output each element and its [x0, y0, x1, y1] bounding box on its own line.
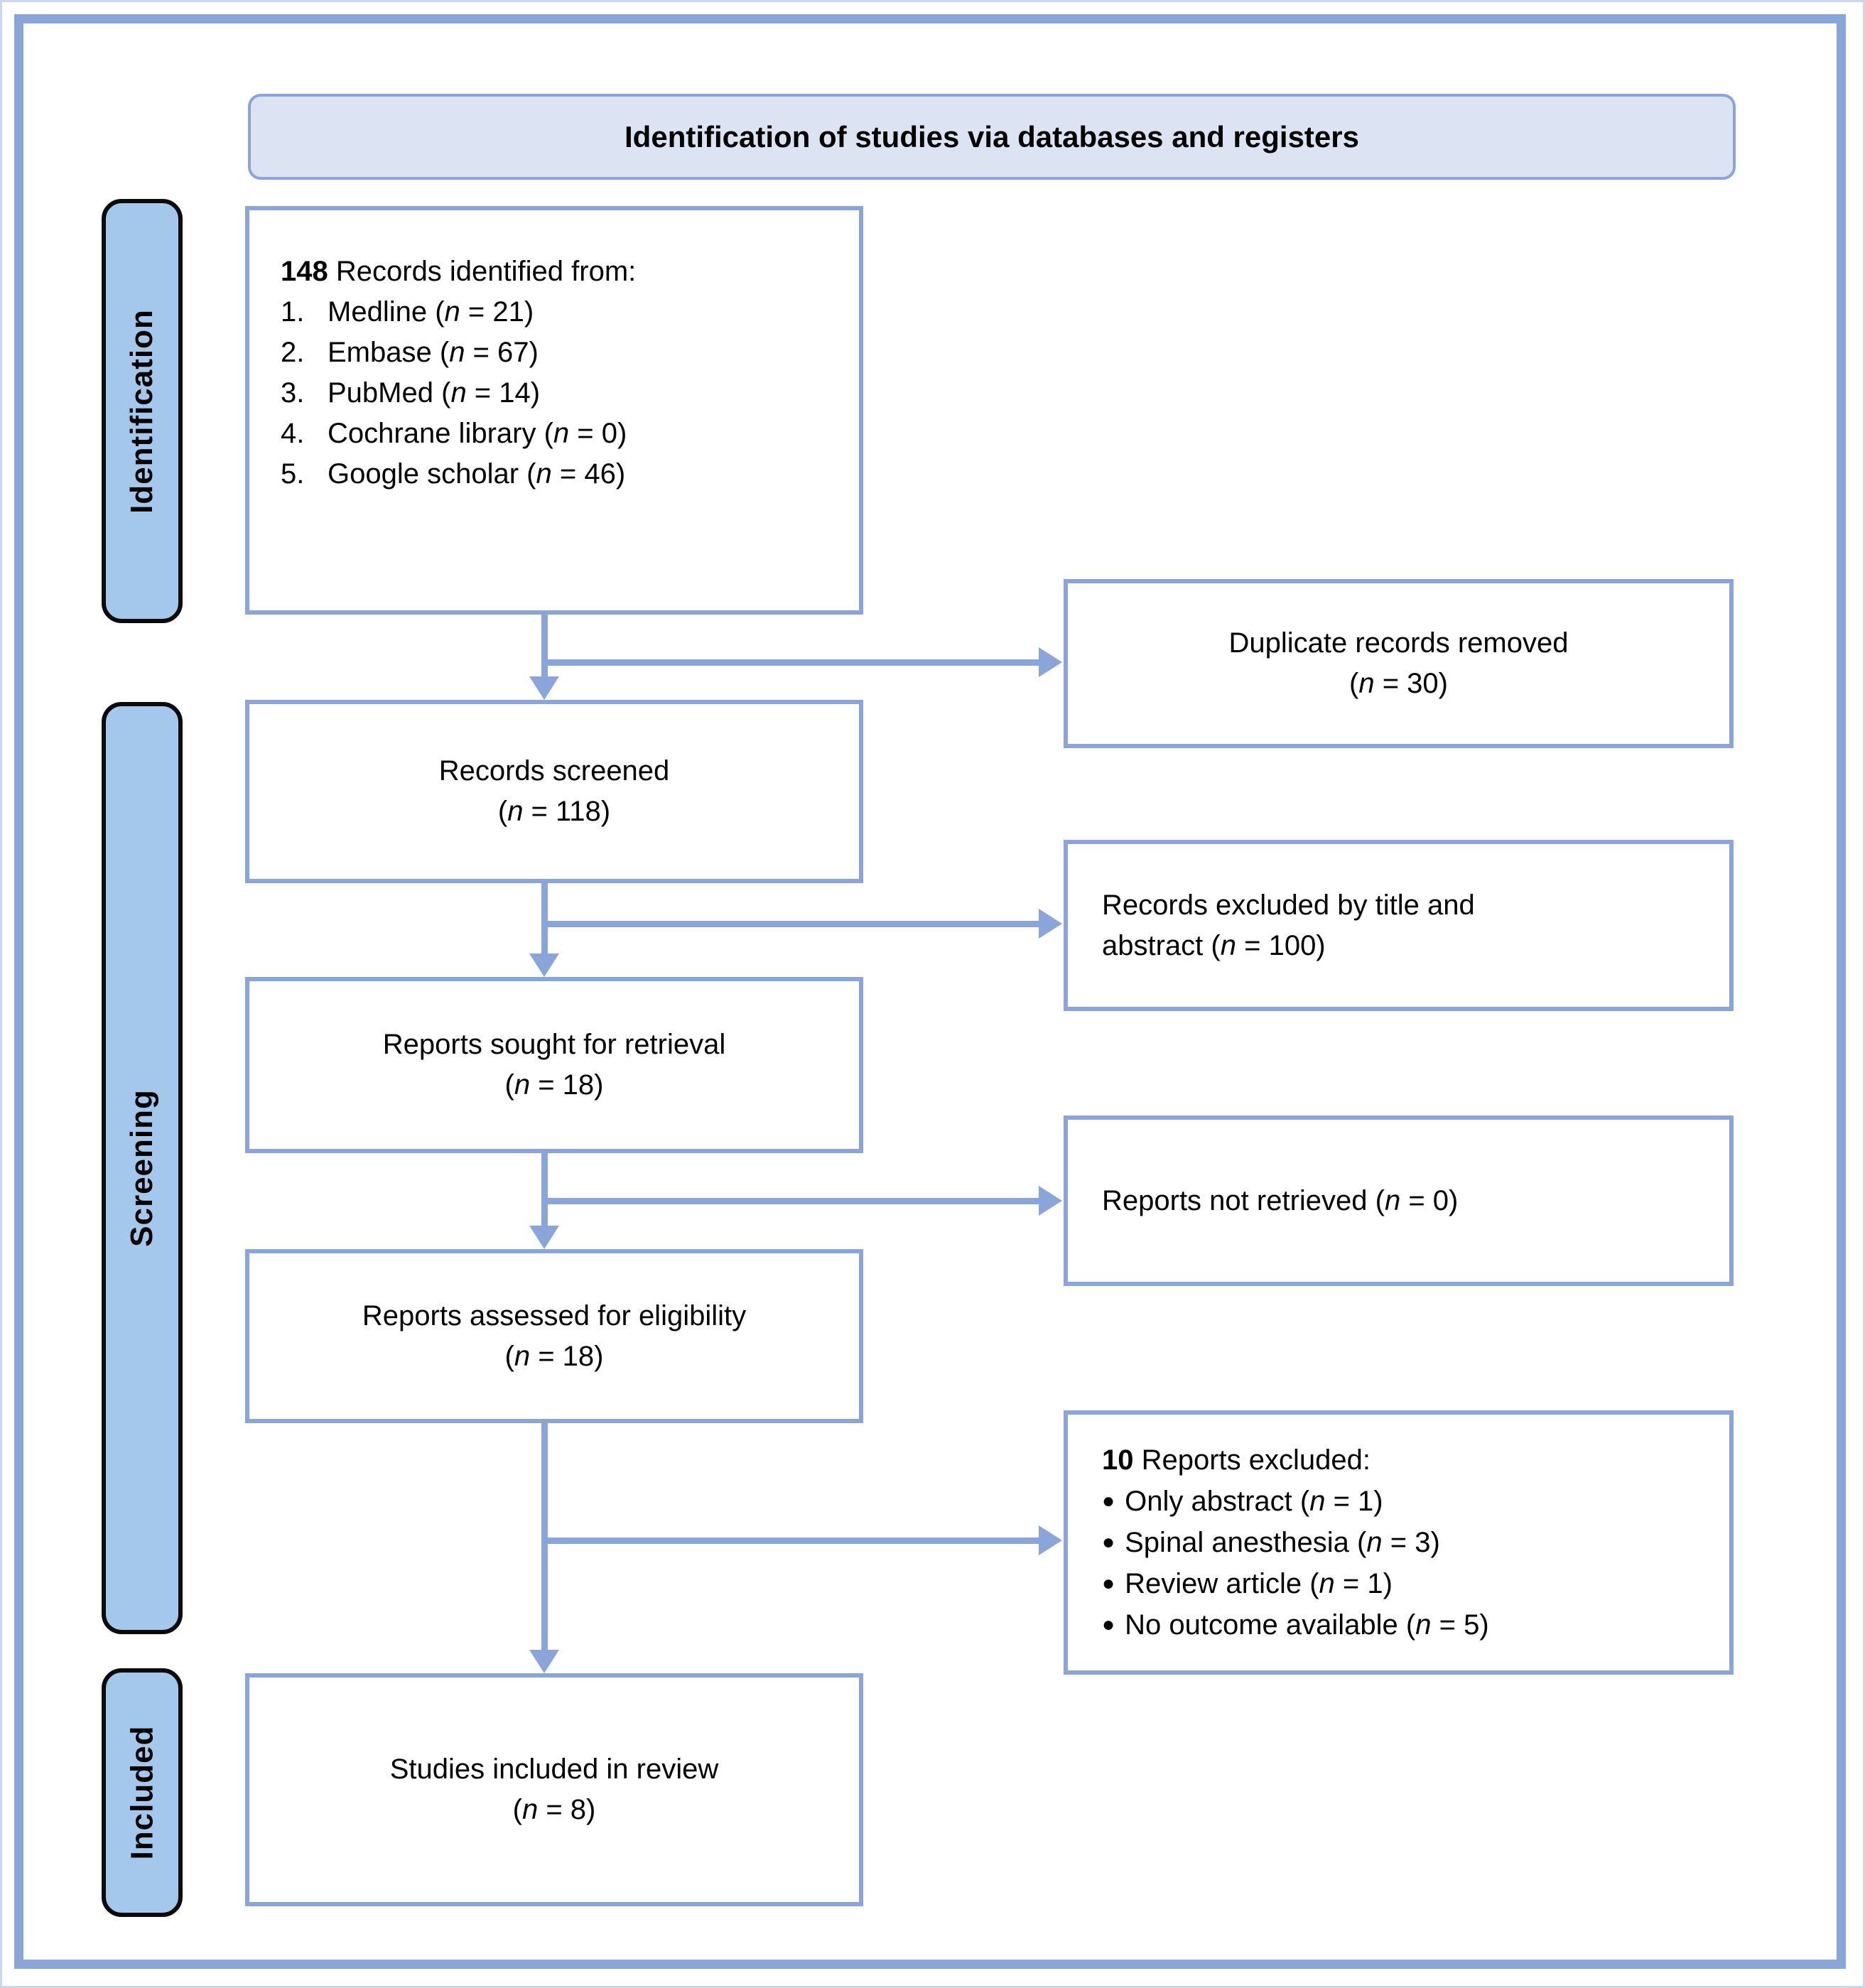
phase-label-screening: Screening [102, 702, 183, 1634]
connector-to-reports-not-retrieved [541, 1198, 1039, 1204]
arrowhead-right-icon [1039, 647, 1062, 677]
records-identified-heading: 148 Records identified from: [281, 256, 637, 287]
connector-to-reports-excluded [541, 1538, 1039, 1544]
reports-assessed-n: (n = 18) [504, 1340, 604, 1372]
phase-label-screening-text: Screening [124, 1089, 159, 1247]
reports-excluded-item: ●Review article (n = 1) [1102, 1567, 1393, 1599]
records-screened-n: (n = 118) [497, 796, 611, 827]
connector-to-duplicates-removed [541, 659, 1039, 666]
arrowhead-right-icon [1039, 1525, 1062, 1555]
connector-identified-to-screened [541, 615, 548, 679]
list-number: 1. [281, 296, 305, 328]
arrowhead-right-icon [1039, 909, 1062, 939]
records-screened-label: Records screened [438, 755, 670, 787]
arrowhead-down-icon [529, 954, 559, 977]
records-identified-list: 1. Medline (n = 21) 2. Embase (n = 67) 3… [281, 292, 842, 495]
bullet-icon: ● [1102, 1530, 1115, 1554]
box-reports-excluded: 10 Reports excluded: ●Only abstract (n =… [1064, 1410, 1734, 1675]
studies-included-n: (n = 8) [512, 1794, 596, 1825]
reports-sought-n: (n = 18) [504, 1069, 604, 1101]
reports-excluded-heading: 10 Reports excluded: [1102, 1444, 1371, 1476]
box-reports-sought: Reports sought for retrieval (n = 18) [245, 977, 863, 1153]
reports-sought-label: Reports sought for retrieval [382, 1029, 726, 1060]
list-item: Cochrane library (n = 0) [328, 418, 627, 449]
reports-assessed-label: Reports assessed for eligibility [362, 1300, 747, 1331]
list-number: 2. [281, 337, 305, 368]
studies-included-label: Studies included in review [389, 1754, 719, 1785]
list-item: PubMed (n = 14) [328, 377, 541, 409]
duplicates-removed-n: (n = 30) [1349, 668, 1448, 699]
bullet-icon: ● [1102, 1489, 1115, 1513]
box-records-identified: 148 Records identified from: 1. Medline … [245, 206, 863, 615]
diagram-title: Identification of studies via databases … [248, 94, 1736, 180]
connector-screened-to-sought [541, 883, 548, 954]
list-item: Embase (n = 67) [328, 337, 539, 368]
phase-label-identification: Identification [102, 199, 183, 623]
arrowhead-down-icon [529, 1226, 559, 1249]
list-item: Medline (n = 21) [328, 296, 534, 328]
box-reports-not-retrieved: Reports not retrieved (n = 0) [1064, 1115, 1734, 1286]
connector-to-records-excluded [541, 921, 1039, 927]
records-excluded-line1: Records excluded by title and [1102, 889, 1475, 921]
reports-excluded-item: ●No outcome available (n = 5) [1102, 1609, 1489, 1641]
records-excluded-line2: abstract (n = 100) [1102, 929, 1326, 961]
reports-excluded-item: ●Only abstract (n = 1) [1102, 1485, 1383, 1517]
phase-label-identification-text: Identification [124, 308, 159, 514]
list-number: 4. [281, 418, 305, 449]
arrowhead-right-icon [1039, 1186, 1062, 1216]
list-number: 3. [281, 377, 305, 409]
bullet-icon: ● [1102, 1571, 1115, 1595]
arrowhead-down-icon [529, 1650, 559, 1673]
list-number: 5. [281, 458, 305, 490]
phase-label-included: Included [102, 1668, 183, 1917]
list-item: Google scholar (n = 46) [328, 458, 626, 490]
diagram-title-text: Identification of studies via databases … [625, 119, 1359, 153]
outer-frame [14, 14, 1846, 1969]
reports-not-retrieved-label: Reports not retrieved (n = 0) [1102, 1184, 1459, 1216]
arrowhead-down-icon [529, 676, 559, 700]
duplicates-removed-label: Duplicate records removed [1228, 627, 1569, 659]
box-duplicates-removed: Duplicate records removed (n = 30) [1064, 579, 1734, 748]
connector-assessed-to-included [541, 1423, 548, 1651]
box-reports-assessed: Reports assessed for eligibility (n = 18… [245, 1249, 863, 1423]
phase-label-included-text: Included [124, 1725, 159, 1860]
box-records-excluded: Records excluded by title and abstract (… [1064, 840, 1734, 1011]
connector-sought-to-assessed [541, 1153, 548, 1226]
bullet-icon: ● [1102, 1612, 1115, 1636]
reports-excluded-item: ●Spinal anesthesia (n = 3) [1102, 1526, 1440, 1558]
box-records-screened: Records screened (n = 118) [245, 700, 863, 883]
box-studies-included: Studies included in review (n = 8) [245, 1673, 863, 1906]
